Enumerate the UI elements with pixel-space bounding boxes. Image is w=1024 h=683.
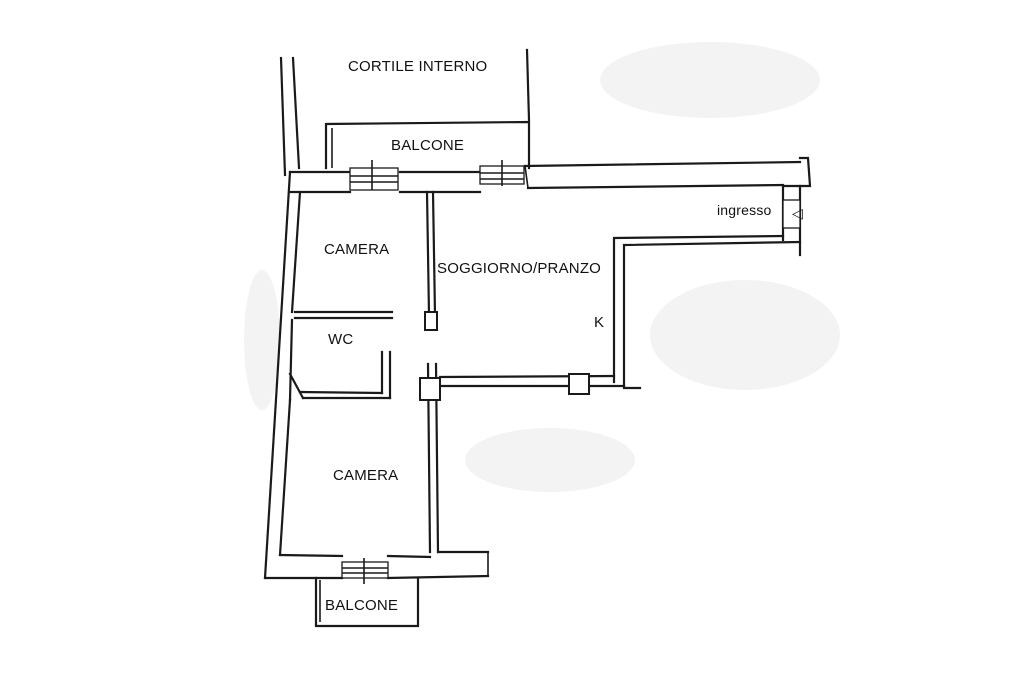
top-windows [349,160,525,191]
balcony-bottom-label: BALCONE [325,597,399,614]
left-outer-wall [263,170,302,580]
bottom-outer-wall [263,550,490,584]
balcony-top-outline [324,120,531,170]
balcony-bottom-outline [314,576,420,628]
courtyard-walls [279,48,531,177]
balcony-top-label: BALCONE [391,137,465,154]
interior-partitions [288,190,441,554]
bedroom-bottom-label: CAMERA [333,467,399,484]
kitchen-walls [438,234,802,395]
bedroom-top-label: CAMERA [324,241,390,258]
entrance-arrow-icon: ◁ [792,205,803,221]
living-room-label: SOGGIORNO/PRANZO [437,260,602,277]
courtyard-label: CORTILE INTERNO [348,58,488,75]
kitchen-label: K [594,314,605,331]
background-smudges [244,42,840,492]
entrance-wall [781,184,802,257]
toilet-label: WC [328,331,354,348]
entrance-label: ingresso [717,202,772,218]
